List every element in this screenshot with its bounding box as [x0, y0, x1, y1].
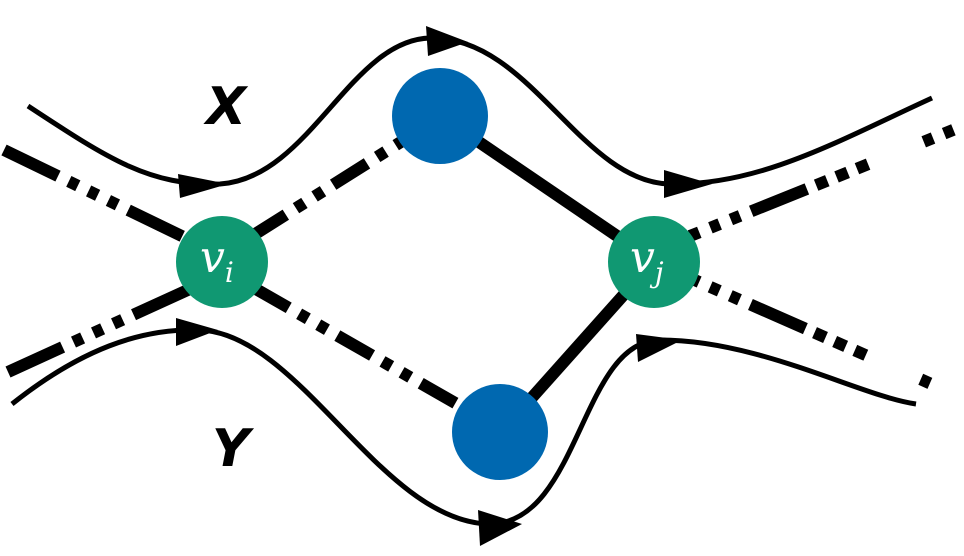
- path-y-label: Y: [212, 419, 255, 479]
- node-vi-label: vi: [200, 232, 234, 289]
- edge-vi-bottom: [251, 282, 467, 414]
- node-vi-sub: i: [225, 256, 234, 289]
- edge-right-lower: [687, 272, 939, 392]
- path-y-arrow-right: [636, 334, 682, 362]
- node-vi: [176, 216, 268, 308]
- edge-bottom-vj: [523, 286, 633, 406]
- node-vj-main: v: [630, 232, 655, 283]
- path-x-arrow-top: [426, 26, 468, 56]
- path-x-label: X: [203, 77, 249, 137]
- node-vj: [608, 216, 700, 308]
- node-bottom: [452, 384, 548, 480]
- node-vi-main: v: [200, 232, 225, 283]
- node-top: [392, 68, 488, 164]
- path-y-arrow-bottom: [478, 510, 522, 546]
- path-x-arrow-right: [664, 170, 712, 198]
- edge-left-lower: [5, 282, 195, 378]
- edge-vi-top: [248, 134, 408, 242]
- node-vj-label: vj: [630, 232, 664, 289]
- path-y-arrow-left: [176, 318, 218, 346]
- edge-left-upper: [1, 144, 193, 246]
- edge-right-upper: [687, 122, 961, 242]
- path-x-arrow-left: [178, 174, 228, 198]
- edge-top-vj: [472, 135, 624, 243]
- graph-edges: [1, 122, 961, 414]
